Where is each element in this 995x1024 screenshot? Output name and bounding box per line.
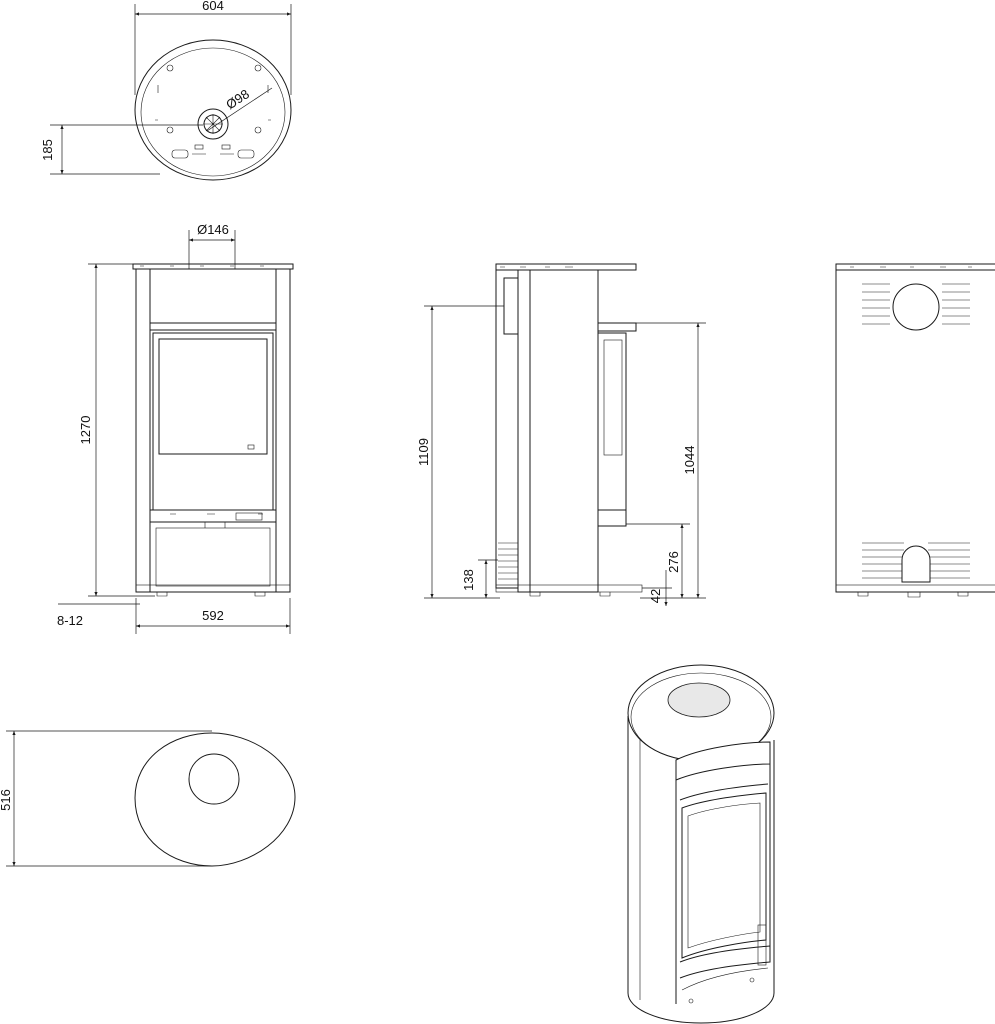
dim-front-width: 592 xyxy=(202,608,224,623)
dim-lower-depth: 516 xyxy=(0,789,13,811)
dim-side-flue-height: 1109 xyxy=(416,438,431,466)
side-view: 1109 138 1044 276 42 xyxy=(416,263,706,606)
dim-flue-top-diameter: Ø98 xyxy=(223,86,252,112)
dim-height-total: 1270 xyxy=(78,416,93,445)
back-upper-vents xyxy=(862,283,970,325)
dim-feet-adjust: 8-12 xyxy=(57,613,83,628)
lower-section-view: 516 xyxy=(0,730,296,867)
dim-side-ash-height: 276 xyxy=(666,551,681,573)
dim-top-width: 604 xyxy=(202,0,224,13)
flue-outlet-top xyxy=(197,108,229,140)
front-view: Ø146 1270 8-12 592 xyxy=(57,222,294,634)
dim-side-door-height: 1044 xyxy=(682,446,697,475)
isometric-view xyxy=(627,664,775,1024)
back-lower-vents xyxy=(862,542,970,579)
dim-side-air-height: 138 xyxy=(461,569,476,591)
dim-side-foot-height: 42 xyxy=(648,589,663,603)
top-view: 604 185 Ø98 xyxy=(40,0,292,181)
back-view xyxy=(835,263,995,598)
dim-flue-front-diameter: Ø146 xyxy=(197,222,229,237)
dim-top-depth: 185 xyxy=(40,139,55,161)
